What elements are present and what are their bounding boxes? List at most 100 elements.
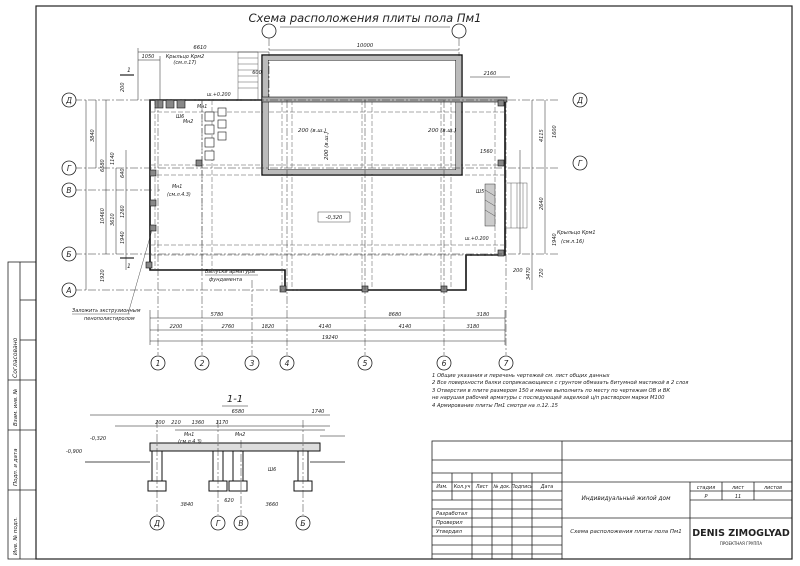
dim-bottom-total: 19240 xyxy=(322,335,338,341)
axis-G-right: Г xyxy=(578,159,583,168)
axis-D: Д xyxy=(65,96,72,105)
right-dim-lines xyxy=(519,100,546,290)
dim-bottom-3180: 3180 xyxy=(467,324,480,330)
axis-4: 4 xyxy=(285,359,290,368)
axis-D-right: Д xyxy=(576,96,583,105)
stamp-sheet-title: Схема расположения плиты пола Пм1 xyxy=(570,529,681,535)
top-stair xyxy=(237,51,259,101)
strip-inv: Инв. № подл. xyxy=(13,517,19,555)
sec-elev-1: -0,320 xyxy=(90,436,106,442)
dim-bottom-2200: 2200 xyxy=(170,324,183,330)
axis-1: 1 xyxy=(156,359,161,368)
sec-mark-m1: Мн1 xyxy=(184,432,194,438)
w5-label: Ш5 xyxy=(476,189,484,195)
mark-m2-top: Мн2 xyxy=(183,119,193,125)
porch1-stair xyxy=(484,182,528,229)
sec-dim-6580: 6580 xyxy=(232,409,245,415)
section-mark-top: 1 xyxy=(127,67,131,74)
axis-3: 3 xyxy=(250,359,255,368)
stamp-col-list: Лист xyxy=(475,484,488,490)
axis-A: А xyxy=(65,286,71,295)
bottom-dim-lines xyxy=(149,310,506,345)
porch1-label: Крыльцо Крм1 xyxy=(557,230,596,236)
mark-m1-mid: Мн1 xyxy=(172,184,182,190)
sec-axis-B: Б xyxy=(300,519,305,528)
porch2-ref: (см.л.17) xyxy=(173,60,196,66)
dim-right-5: 200 xyxy=(513,268,523,274)
axis-2: 2 xyxy=(200,359,205,368)
dim-left-7: 1260 xyxy=(120,205,126,218)
section-axis-bubbles xyxy=(149,515,311,531)
beam-label-3: 200 (в.ш.) xyxy=(324,132,330,160)
sec-dim-3660: 3660 xyxy=(266,502,279,508)
dim-left-3: 3610 xyxy=(110,213,116,226)
axis-6: 6 xyxy=(442,359,447,368)
dim-10000: 10000 xyxy=(357,43,374,49)
axis-G: Г xyxy=(67,164,72,173)
sec-dim-620: 620 xyxy=(224,498,234,504)
left-zone xyxy=(145,99,505,293)
hatched-room xyxy=(261,54,508,176)
dim-right-3: 2640 xyxy=(539,197,545,210)
dim-right-7: 720 xyxy=(539,268,545,278)
sec-dim-1740: 1740 xyxy=(312,409,325,415)
dim-bottom-1820: 1820 xyxy=(262,324,275,330)
stamp-row-dev: Разработал xyxy=(436,511,468,517)
beam-label-1: 200 (в.ш.) xyxy=(298,128,326,134)
rebar-note-2: фундамента xyxy=(209,277,242,283)
dim-right-1: 4115 xyxy=(539,129,545,142)
stamp-project: Индивидуальный жилой дом xyxy=(582,496,672,502)
axis-V: В xyxy=(66,186,71,195)
axis-5: 5 xyxy=(363,359,368,368)
general-notes: 1 Общие указания и перечень чертежей см.… xyxy=(432,373,772,410)
note-3b: не нарушая рабочей арматуры с последующе… xyxy=(432,395,665,402)
stamp-sheet-h: лист xyxy=(731,485,745,491)
sec-axis-G: Г xyxy=(216,519,221,528)
sec-dim-3840: 3840 xyxy=(181,502,194,508)
drawing-title: Схема расположения плиты пола Пм1 xyxy=(249,11,482,25)
stamp-col-kol: Кол.уч xyxy=(454,484,471,490)
dim-left-6: 640 xyxy=(120,168,126,178)
axis-7: 7 xyxy=(504,359,509,368)
section-title: 1-1 xyxy=(227,394,243,405)
bottom-axis-lines xyxy=(157,100,507,355)
dim-bottom-5780: 5780 xyxy=(211,312,224,318)
left-dim-lines xyxy=(85,100,127,290)
top-axis-bubbles xyxy=(261,23,467,39)
left-axis-lines xyxy=(74,99,560,291)
dim-bottom-4140b: 4140 xyxy=(399,324,412,330)
dim-bottom-3180b: 3180 xyxy=(477,312,490,318)
dim-left-8: 1140 xyxy=(110,152,116,165)
stamp-row-check: Проверил xyxy=(436,520,463,526)
dim-left-4: 1940 xyxy=(120,231,126,244)
bottom-axis-bubbles xyxy=(150,355,514,371)
w6-label: Ш6 xyxy=(176,114,184,120)
section-drawing xyxy=(85,414,345,492)
insul-note-2: пенополистиролом xyxy=(84,316,135,322)
sec-axis-D: Д xyxy=(153,519,160,528)
beam-label-2: 200 (в.ш.) xyxy=(428,128,456,134)
insul-note-1: Заложить экструзионным xyxy=(72,308,141,314)
elev-right: ш.+0.200 xyxy=(465,236,489,242)
strip-replaced: Взам. инв. № xyxy=(13,388,19,426)
dim-600: 600 xyxy=(252,70,262,76)
sec-dim-210: 210 xyxy=(171,420,181,426)
top-dim-lines xyxy=(137,48,510,100)
left-axis-bubbles xyxy=(61,92,588,298)
sec-mark-ref: (см.л.4.3) xyxy=(178,439,202,445)
sec-mark-m2: Мн2 xyxy=(235,432,245,438)
dim-right-4: 1940 xyxy=(552,233,558,246)
sec-dim-1170: 1170 xyxy=(216,420,229,426)
rebar-note-1: Выпуски арматуры xyxy=(205,269,255,275)
sec-mark-w6: Ш6 xyxy=(268,467,276,473)
dim-left-5: 1920 xyxy=(100,269,106,282)
section-mark-bottom: 1 xyxy=(127,263,131,270)
sec-axis-V: В xyxy=(238,519,243,528)
dim-left-1: 6580 xyxy=(100,159,106,172)
note-1: 1 Общие указания и перечень чертежей см.… xyxy=(432,373,610,379)
elev-top: ш.+0.200 xyxy=(207,92,231,98)
stamp-col-izm: Изм. xyxy=(436,484,447,490)
strip-signdate: Подп. и дата xyxy=(13,448,19,486)
